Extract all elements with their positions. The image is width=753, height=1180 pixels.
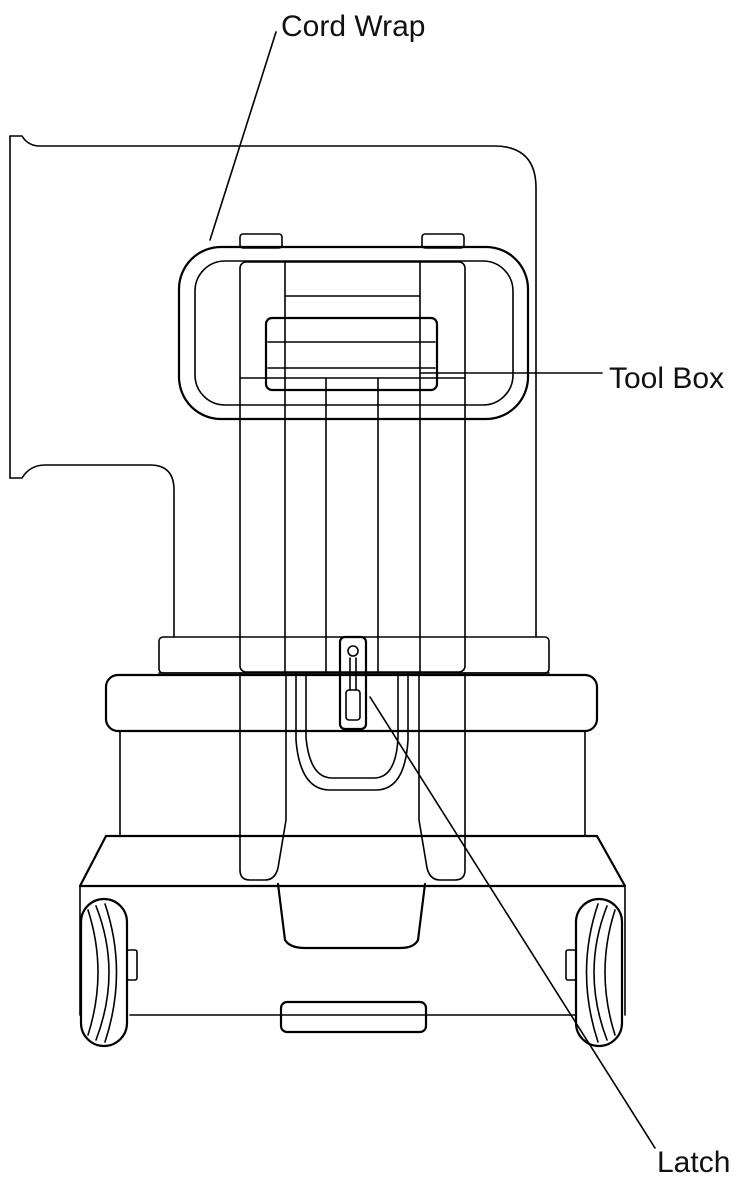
kick-pad	[279, 1000, 428, 1034]
mast-column	[239, 261, 466, 673]
base	[78, 834, 627, 1016]
tool-box-label: Tool Box	[609, 362, 724, 395]
front-handle	[276, 882, 427, 950]
right-wheel	[565, 897, 624, 1048]
latch-housing	[295, 672, 409, 791]
latch[interactable]	[338, 635, 368, 731]
cord-wrap	[177, 233, 530, 421]
tank	[104, 673, 599, 837]
left-wheel	[79, 897, 138, 1048]
cord-wrap-label: Cord Wrap	[281, 10, 426, 43]
mid-ledge	[158, 636, 550, 674]
cord-wrap-leader-line	[209, 31, 277, 241]
lower-legs	[239, 672, 466, 881]
latch-label: Latch	[657, 1146, 730, 1179]
latch-leader-line	[369, 696, 656, 1149]
side-shroud	[9, 135, 537, 638]
tool-box	[264, 316, 439, 392]
